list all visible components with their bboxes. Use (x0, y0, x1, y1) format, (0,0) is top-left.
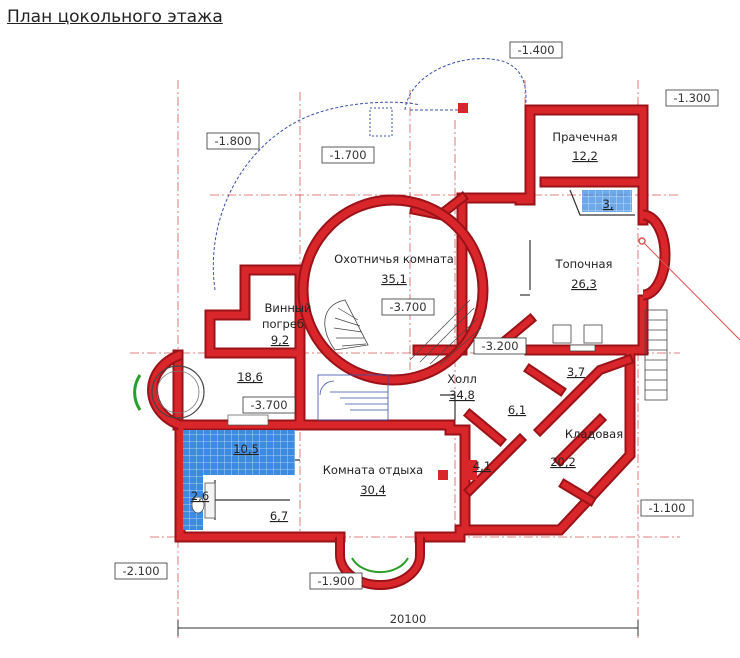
level-mark: -3.700 (250, 398, 287, 412)
room-label-vinny-1: Винный (265, 301, 312, 315)
room-area-topochnaya: 26,3 (571, 277, 597, 291)
level-mark: -3.200 (481, 339, 518, 353)
room-area-vinny: 9,2 (271, 333, 289, 347)
leader-line (641, 240, 740, 341)
room-area-okhotnichya: 35,1 (381, 272, 407, 286)
room-area-kholl: 34,8 (449, 388, 475, 402)
axis-lines (130, 80, 680, 640)
boiler-equipment (552, 324, 603, 352)
bathroom-tiles (183, 190, 632, 530)
page-title: План цокольного этажа (7, 7, 223, 27)
room-area-small-61: 6,1 (508, 403, 526, 417)
room-area-small-67: 6,7 (270, 509, 288, 523)
room-label-vinny-2: погреб (262, 317, 304, 331)
room-area-small-41: 4,1 (473, 459, 491, 473)
room-label-kholl: Холл (447, 372, 477, 386)
room-label-prachechnaya: Прачечная (552, 130, 617, 144)
room-area-toilet: 2,6 (191, 489, 209, 503)
room-label-otdykha: Комната отдыха (323, 463, 423, 477)
level-mark: -1.400 (517, 43, 554, 57)
south-bay (335, 537, 425, 590)
level-mark: -1.900 (317, 574, 354, 588)
level-marks: -1.400 -1.300 -1.800 -1.700 -3.700 -3.20… (114, 41, 719, 590)
level-mark: -1.800 (214, 134, 251, 148)
room-area-bath: 10,5 (233, 442, 259, 456)
dimension-line (177, 620, 639, 636)
dimension-label: 20100 (390, 612, 427, 626)
room-area-otdykha: 30,4 (360, 483, 386, 497)
room-label-topochnaya: Топочная (555, 257, 613, 271)
room-label-kladovaya: Кладовая (565, 427, 623, 441)
room-area-round: 18,6 (237, 370, 263, 384)
pillar (458, 103, 468, 113)
room-area-small-3: 3, (603, 197, 614, 211)
hunting-room-tower (297, 194, 489, 386)
room-area-kladovaya: 20,2 (550, 455, 576, 469)
stairs (317, 309, 668, 421)
room-area-small-37: 3,7 (567, 365, 585, 379)
level-mark: -1.100 (648, 501, 685, 515)
level-mark: -1.700 (329, 148, 366, 162)
terrace-outline (212, 58, 527, 291)
level-mark: -3.700 (389, 300, 426, 314)
east-bay (642, 209, 671, 301)
fireplace (438, 470, 448, 480)
room-area-prachechnaya: 12,2 (572, 149, 598, 163)
room-label-okhotnichya: Охотничья комната (334, 252, 454, 266)
level-mark: -2.100 (122, 564, 159, 578)
round-bay (133, 349, 205, 431)
level-mark: -1.300 (673, 91, 710, 105)
